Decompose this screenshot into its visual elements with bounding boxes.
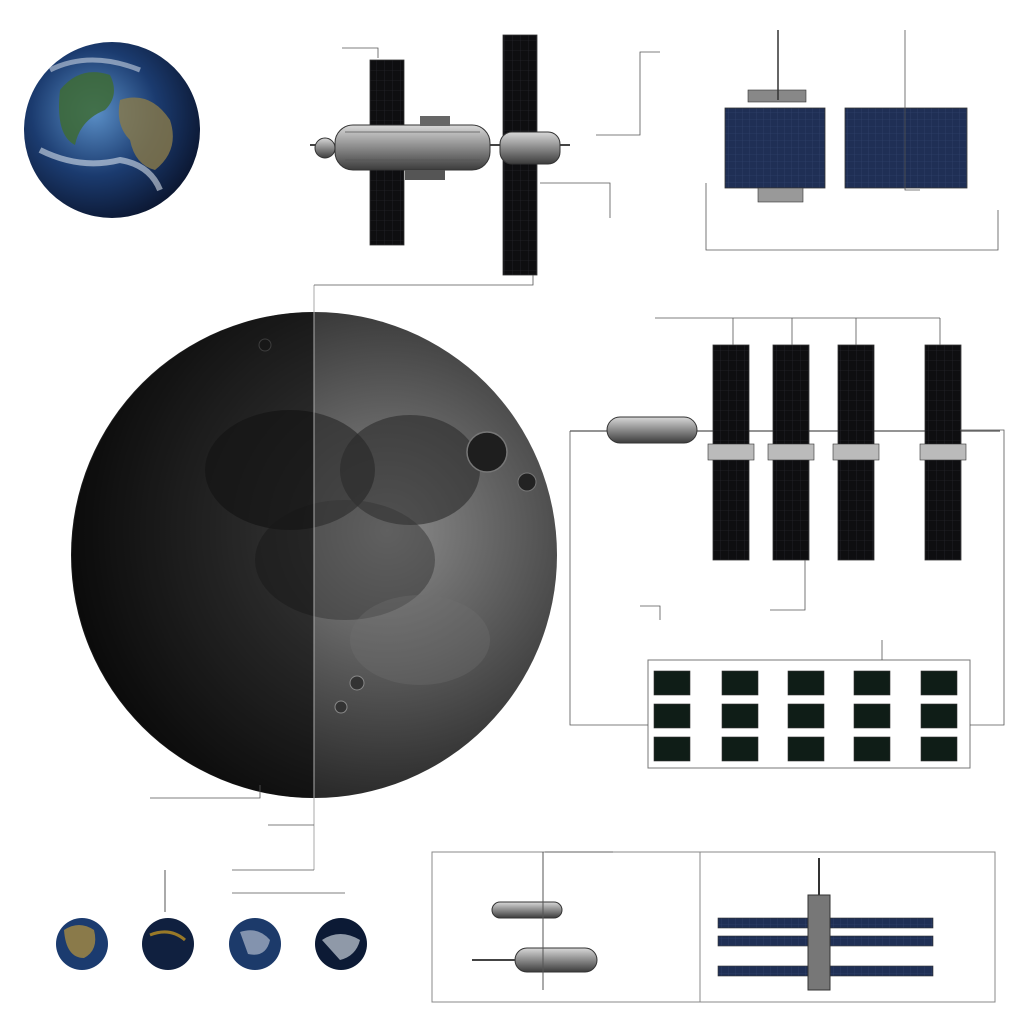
panel-cell-r2-c1 (721, 736, 759, 762)
panel-cell-r1-c1 (721, 703, 759, 729)
panel-cell-r0-c4 (920, 670, 958, 696)
truss-structure (699, 851, 996, 1003)
earth-globe (24, 42, 200, 218)
panel-cell-r2-c2 (787, 736, 825, 762)
globe-sequence (56, 870, 367, 970)
panel-cell-r0-c0 (653, 670, 691, 696)
panel-cell-r2-c0 (653, 736, 691, 762)
station-four-arrays (570, 344, 1000, 561)
solar-array-blue-top (724, 30, 968, 203)
panel-cell-r2-c4 (920, 736, 958, 762)
panel-cell-r0-c2 (787, 670, 825, 696)
moon-globe (71, 285, 557, 870)
panel-cell-r0-c1 (721, 670, 759, 696)
station-main-top (310, 34, 570, 276)
docking-modules (431, 851, 701, 1003)
panel-cell-r0-c3 (853, 670, 891, 696)
panel-cell-r1-c4 (920, 703, 958, 729)
solar-panel-grid (647, 659, 971, 769)
panel-cell-r1-c3 (853, 703, 891, 729)
leader-lines (150, 30, 1005, 894)
panel-cell-r1-c0 (653, 703, 691, 729)
panel-cell-r2-c3 (853, 736, 891, 762)
panel-cell-r1-c2 (787, 703, 825, 729)
